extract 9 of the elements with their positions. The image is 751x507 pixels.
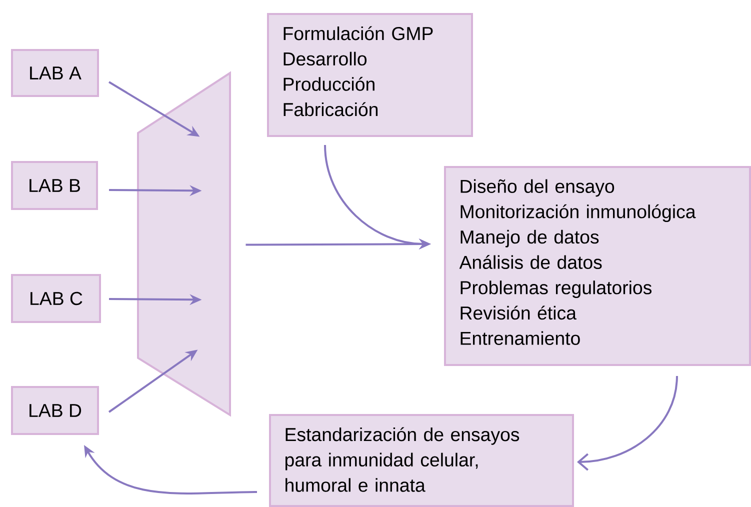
text-box: Formulación GMP Desarrollo Producción Fabricación — [267, 13, 473, 137]
text-box: Estandarización de ensayos para inmunidad celular, humoral e innata — [269, 414, 574, 507]
lab-box: LAB C — [11, 274, 101, 323]
lab-box: LAB B — [11, 161, 98, 210]
trapezoid-shape — [137, 71, 231, 417]
lab-box: LAB A — [11, 49, 99, 97]
arrow — [576, 376, 678, 471]
text-box: Diseño del ensayo Monitorización inmunológica Manejo de datos Análisis de datos Problemas regulatorios Revisión ética Entrenamiento — [444, 166, 751, 366]
lab-box: LAB D — [11, 386, 99, 435]
